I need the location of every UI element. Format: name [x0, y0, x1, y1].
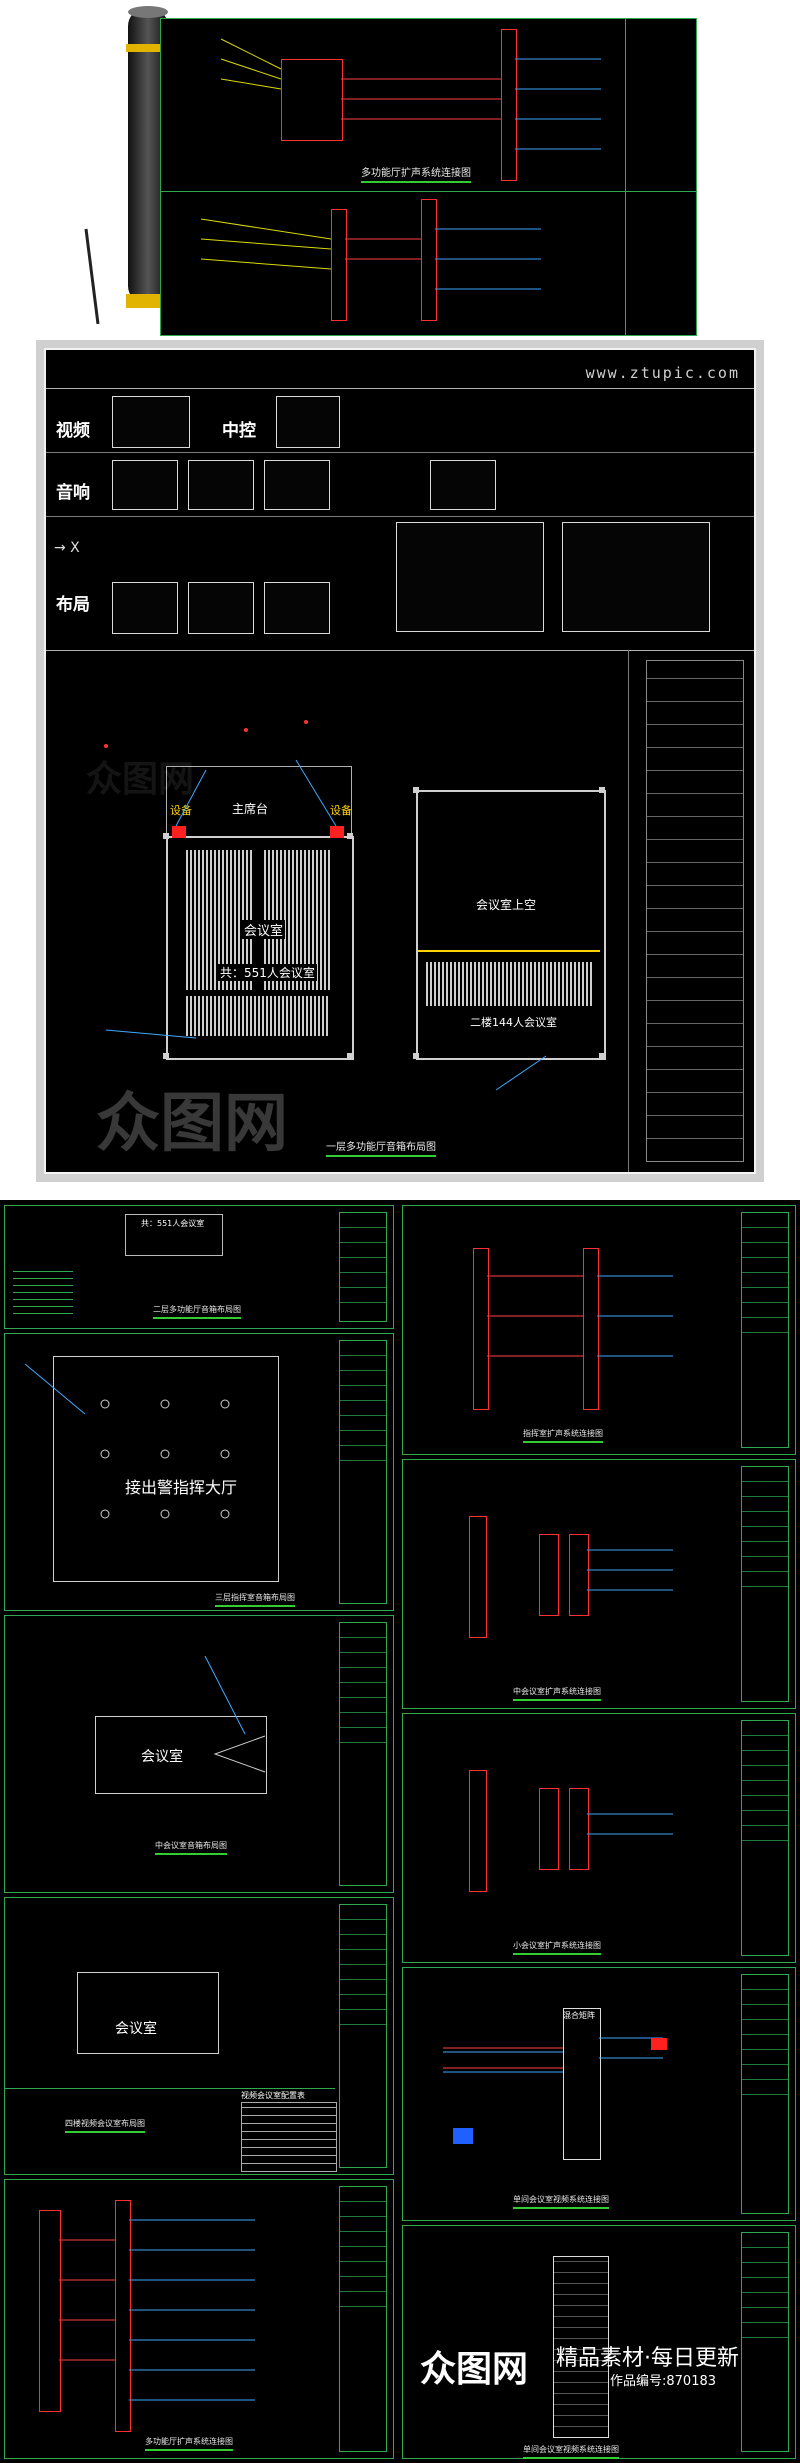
balcony-outline — [416, 790, 606, 1060]
sheet-r2: 中会议室扩声系统连接图 — [402, 1459, 796, 1709]
thumb-control[interactable] — [276, 396, 340, 448]
sheet-r4: 混合矩阵 单间会议室视频系统连接图 — [402, 1967, 796, 2221]
thumb-layout-1[interactable] — [112, 582, 178, 634]
s4-table-title: 视频会议室配置表 — [241, 2091, 305, 2100]
thumb-layout-2[interactable] — [188, 582, 254, 634]
r2-caption: 中会议室扩声系统连接图 — [513, 1686, 601, 1701]
top-caption: 多功能厅扩声系统连接图 — [361, 164, 471, 183]
r1-caption: 指挥室扩声系统连接图 — [523, 1428, 603, 1443]
thumb-audio-4[interactable] — [430, 460, 496, 510]
s3-room: 会议室 — [141, 1749, 183, 1765]
s1-caption: 二层多功能厅音箱布局图 — [153, 1304, 241, 1319]
footer-tagline: 精品素材·每日更新 — [556, 2346, 739, 2371]
watermark-logo: 众图网 — [96, 1087, 288, 1161]
stage-label: 主席台 — [232, 802, 269, 816]
cat-audio: 音响 — [56, 483, 90, 503]
cat-control: 中控 — [222, 421, 256, 441]
balcony-seating — [426, 962, 592, 1006]
balcony-label: 二楼144人会议室 — [470, 1016, 557, 1029]
arrow-x-icon: → X — [54, 540, 80, 556]
r3-caption: 小会议室扩声系统连接图 — [513, 1940, 601, 1955]
sheet-r1: 指挥室扩声系统连接图 — [402, 1205, 796, 1455]
thumb-audio-2[interactable] — [188, 460, 254, 510]
plan-caption: 一层多功能厅音箱布局图 — [326, 1138, 436, 1157]
top-rolled-sheet: 多功能厅扩声系统连接图 — [160, 18, 697, 336]
thumb-layout-5[interactable] — [562, 522, 710, 632]
footer-brand: 众图网 — [420, 2349, 529, 2390]
equip-right-label: 设备 — [330, 804, 352, 817]
s1-header: 共：551人会议室 — [141, 1219, 205, 1228]
cat-layout: 布局 — [56, 595, 90, 615]
sheet-l2: 接出警指挥大厅 三层指挥室音箱布局图 — [4, 1333, 394, 1611]
hall-label: 会议室 — [242, 920, 286, 939]
seating-back — [186, 996, 330, 1036]
sheet-l1: 共：551人会议室 二层多功能厅音箱布局图 — [4, 1205, 394, 1329]
cat-video: 视频 — [56, 421, 90, 441]
s4-caption: 四楼视频会议室布局图 — [65, 2118, 145, 2133]
s4-room: 会议室 — [115, 2021, 157, 2037]
footer-work-id: 作品编号:870183 — [610, 2374, 717, 2389]
preview-board: www.ztupic.com 视频 中控 音响 布局 → X 主席台 设备 — [36, 340, 764, 1182]
thumb-video[interactable] — [112, 396, 190, 448]
thumb-layout-3[interactable] — [264, 582, 330, 634]
sheet-r5: 单间会议室视频系统连接图 — [402, 2225, 796, 2459]
s2-caption: 三层指挥室音箱布局图 — [215, 1592, 295, 1607]
sheet-r3: 小会议室扩声系统连接图 — [402, 1713, 796, 1963]
sheet-l3: 会议室 中会议室音箱布局图 — [4, 1615, 394, 1893]
thumb-audio-3[interactable] — [264, 460, 330, 510]
capacity-label: 共：551人会议室 — [218, 964, 317, 981]
sheet-l5: 多功能厅扩声系统连接图 — [4, 2179, 394, 2459]
watermark-logo-2: 众图网 — [86, 759, 195, 800]
thumb-audio-1[interactable] — [112, 460, 178, 510]
sheet-l4: 会议室 四楼视频会议室布局图 视频会议室配置表 — [4, 1897, 394, 2175]
upper-void-label: 会议室上空 — [476, 898, 537, 912]
scroll-roll — [80, 4, 180, 325]
s4-table — [241, 2102, 337, 2172]
s3-caption: 中会议室音箱布局图 — [155, 1840, 227, 1855]
s2-room: 接出警指挥大厅 — [125, 1478, 238, 1497]
r4-caption: 单间会议室视频系统连接图 — [513, 2194, 609, 2209]
plan-right-titleblock — [646, 660, 744, 1162]
main-hall-outline — [166, 836, 354, 1060]
r5-caption: 单间会议室视频系统连接图 — [523, 2444, 619, 2459]
footer-banner: 众图网 精品素材·每日更新 作品编号:870183 — [420, 2336, 800, 2396]
site-url: www.ztupic.com — [585, 364, 740, 382]
r4-box: 混合矩阵 — [563, 2011, 595, 2020]
thumb-layout-4[interactable] — [396, 522, 544, 632]
s5-caption: 多功能厅扩声系统连接图 — [145, 2436, 233, 2451]
